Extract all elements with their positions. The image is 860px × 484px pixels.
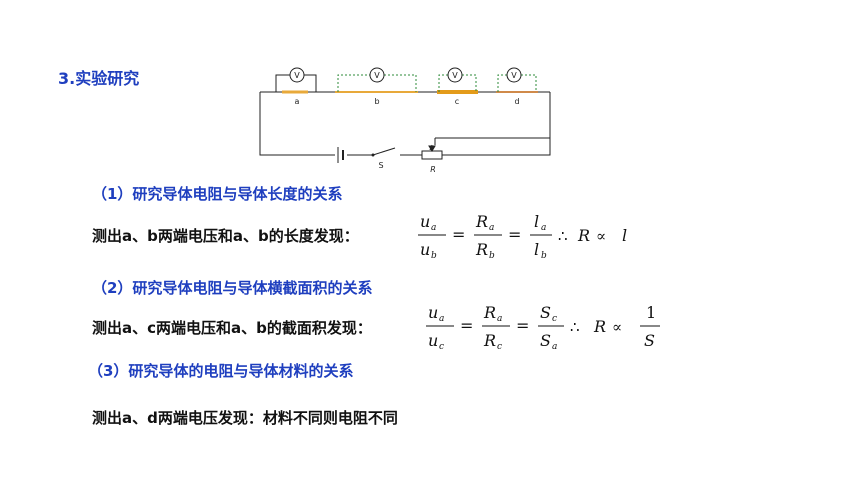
svg-text:a: a: [431, 223, 436, 233]
rheostat: [421, 144, 443, 160]
voltmeter-symbol-d: V: [511, 71, 517, 80]
svg-text:b: b: [431, 251, 437, 261]
voltmeter-c: [438, 74, 477, 92]
svg-text:u: u: [428, 331, 438, 350]
svg-text:=: =: [508, 225, 521, 244]
svg-text:S: S: [540, 331, 551, 350]
label-a: a: [295, 97, 300, 106]
svg-text:a: a: [497, 314, 502, 324]
section3-title: （3）研究导体的电阻与导体材料的关系: [88, 362, 354, 380]
svg-text:R: R: [475, 240, 488, 259]
svg-text:u: u: [428, 303, 438, 322]
section2-text: 测出a、c两端电压和a、b的截面积发现：: [92, 319, 372, 337]
svg-text:∴: ∴: [558, 227, 568, 245]
label-d: d: [514, 97, 519, 106]
svg-text:l: l: [534, 240, 539, 259]
label-b: b: [374, 97, 379, 106]
formula-length: u a u b = R a R b = l a l b ∴ R ∝ l: [418, 212, 627, 261]
svg-text:b: b: [541, 251, 547, 261]
svg-text:c: c: [439, 342, 444, 352]
svg-text:R: R: [593, 317, 606, 336]
svg-text:=: =: [452, 225, 465, 244]
circuit-diagram: V V V V a b c d S R: [259, 67, 551, 174]
section2-title: （2）研究导体电阻与导体横截面积的关系: [92, 279, 373, 297]
switch-label: S: [378, 161, 383, 170]
formula-area: u a u c = R a R c = S c S a ∴ R ∝ 1 S: [426, 303, 660, 352]
svg-text:a: a: [541, 223, 546, 233]
section1-text: 测出a、b两端电压和a、b的长度发现：: [92, 227, 359, 245]
svg-text:∝: ∝: [596, 227, 606, 245]
svg-text:1: 1: [646, 303, 656, 322]
circuit-wires: [259, 92, 551, 156]
svg-text:u: u: [420, 240, 430, 259]
label-c: c: [455, 97, 459, 106]
svg-text:u: u: [420, 212, 430, 231]
svg-text:=: =: [460, 316, 473, 335]
svg-text:c: c: [552, 314, 557, 324]
svg-text:R: R: [483, 303, 496, 322]
svg-text:b: b: [489, 251, 495, 261]
voltmeter-d: [497, 74, 537, 92]
section-heading: 3.实验研究: [58, 69, 140, 88]
svg-text:l: l: [622, 226, 627, 245]
svg-text:a: a: [439, 314, 444, 324]
svg-text:a: a: [552, 342, 557, 352]
svg-text:=: =: [516, 316, 529, 335]
svg-text:S: S: [540, 303, 551, 322]
svg-text:R: R: [483, 331, 496, 350]
voltmeter-symbol-a: V: [294, 71, 300, 80]
svg-text:a: a: [489, 223, 494, 233]
switch: [371, 147, 396, 157]
svg-text:R: R: [577, 226, 590, 245]
section1-title: （1）研究导体电阻与导体长度的关系: [92, 185, 343, 203]
svg-text:c: c: [497, 342, 502, 352]
voltmeter-a: [275, 67, 317, 92]
svg-text:S: S: [644, 331, 655, 350]
voltmeter-b: [337, 74, 417, 92]
battery: [337, 147, 344, 163]
svg-text:R: R: [475, 212, 488, 231]
svg-text:∴: ∴: [570, 318, 580, 336]
section3-text: 测出a、d两端电压发现：材料不同则电阻不同: [92, 409, 398, 427]
svg-text:l: l: [534, 212, 539, 231]
voltmeter-symbol-c: V: [452, 71, 458, 80]
rheostat-label: R: [430, 165, 436, 174]
svg-text:∝: ∝: [612, 318, 622, 336]
voltmeter-symbol-b: V: [374, 71, 380, 80]
